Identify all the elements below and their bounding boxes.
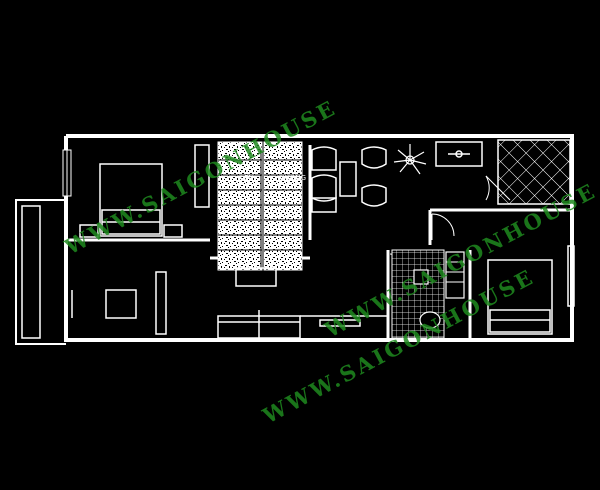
dining-set [311,146,387,213]
bed-top-left [79,163,183,238]
bathroom [391,249,465,339]
bed-right [487,245,575,335]
kitchen-counter [435,141,483,167]
stair-down-label: XUỐNG [280,172,306,182]
bottom-cabinets [217,310,388,340]
wardrobe-top-left [194,144,210,208]
stair-up-label: LÊN [240,173,254,182]
plant-icon [393,144,427,175]
light-well [497,139,571,205]
window-left [62,149,72,197]
stair-granite: LÊN XUỐNG [217,141,306,287]
outer-walls [64,134,574,342]
desk-left [71,271,167,335]
balcony-left [15,199,66,345]
